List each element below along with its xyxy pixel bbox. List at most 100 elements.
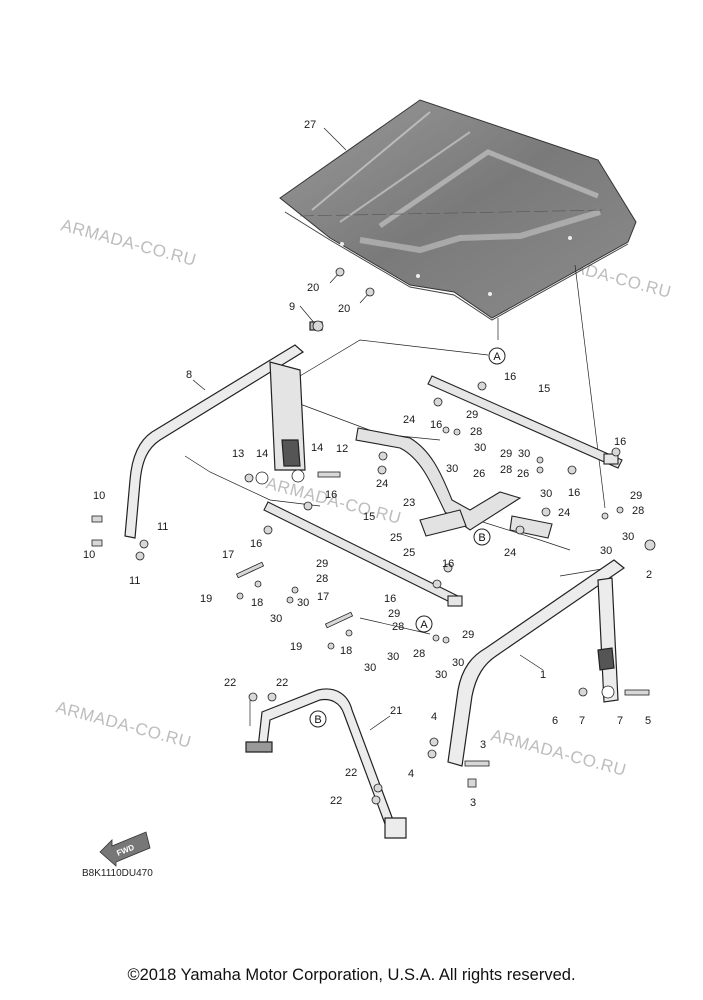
callout-label: 30 xyxy=(622,531,634,543)
callout-label: 22 xyxy=(276,677,288,689)
ref-mark-b: B xyxy=(309,710,327,728)
callout-label: 29 xyxy=(630,490,642,502)
diagram-code: B8K1110DU470 xyxy=(82,868,153,879)
callout-label: 28 xyxy=(632,505,644,517)
callout-label: 29 xyxy=(316,558,328,570)
callout-label: 29 xyxy=(462,629,474,641)
callout-label: 30 xyxy=(297,597,309,609)
ref-mark-a: A xyxy=(415,615,433,633)
callout-label: 27 xyxy=(304,119,316,131)
watermark: ARMADA-CO.RU xyxy=(489,726,628,780)
callout-label: 29 xyxy=(466,409,478,421)
ref-mark-b-label: B xyxy=(478,532,485,544)
ref-mark-a-label: A xyxy=(420,619,428,631)
callout-label: 22 xyxy=(330,795,342,807)
callout-label: 24 xyxy=(403,414,415,426)
callout-label: 13 xyxy=(232,448,244,460)
callout-label: 24 xyxy=(376,478,388,490)
fwd-arrow-icon: FWD xyxy=(99,831,151,867)
callout-label: 12 xyxy=(336,443,348,455)
callout-label: 10 xyxy=(93,490,105,502)
callout-label: 24 xyxy=(558,507,570,519)
callout-label: 16 xyxy=(568,487,580,499)
callout-label: 16 xyxy=(250,538,262,550)
callout-label: 26 xyxy=(517,468,529,480)
callout-label: 1 xyxy=(540,669,546,681)
callout-label: 18 xyxy=(340,645,352,657)
callout-label: 19 xyxy=(290,641,302,653)
callout-label: 30 xyxy=(540,488,552,500)
callout-label: 9 xyxy=(289,301,295,313)
callout-label: 30 xyxy=(387,651,399,663)
callout-label: 30 xyxy=(270,613,282,625)
ref-mark-a-label: A xyxy=(493,351,501,363)
reference-marks: A A B B xyxy=(309,347,506,728)
callout-label: 28 xyxy=(316,573,328,585)
front-pillar xyxy=(447,559,626,767)
callout-label: 30 xyxy=(364,662,376,674)
callout-label: 17 xyxy=(222,549,234,561)
callout-label: 28 xyxy=(500,464,512,476)
callout-label: 16 xyxy=(504,371,516,383)
fasteners xyxy=(91,267,656,805)
callout-label: 15 xyxy=(363,511,375,523)
callout-label: 18 xyxy=(251,597,263,609)
callout-label: 30 xyxy=(435,669,447,681)
callout-label: 7 xyxy=(617,715,623,727)
callout-label: 23 xyxy=(403,497,415,509)
callout-label: 30 xyxy=(600,545,612,557)
cross-bars xyxy=(263,375,623,607)
callout-label: 22 xyxy=(345,767,357,779)
callout-label: 8 xyxy=(186,369,192,381)
rear-upper-frame xyxy=(124,321,323,539)
callout-label: 28 xyxy=(413,648,425,660)
callout-label: 10 xyxy=(83,549,95,561)
callout-label: 29 xyxy=(500,448,512,460)
ref-mark-a: A xyxy=(488,347,506,365)
callout-label: 29 xyxy=(388,608,400,620)
callout-label: 11 xyxy=(157,521,168,533)
callout-label: 16 xyxy=(325,489,337,501)
callout-label: 16 xyxy=(430,419,442,431)
callout-label: 4 xyxy=(431,711,437,723)
callout-label: 25 xyxy=(403,547,415,559)
callout-label: 16 xyxy=(384,593,396,605)
callout-label: 5 xyxy=(645,715,651,727)
rear-lower-bracket xyxy=(245,688,407,839)
callout-label: 15 xyxy=(538,383,550,395)
ref-mark-b: B xyxy=(473,528,491,546)
callout-label: 2 xyxy=(646,569,652,581)
callout-label: 26 xyxy=(473,468,485,480)
callout-label: 20 xyxy=(338,303,350,315)
callout-label: 17 xyxy=(317,591,329,603)
callout-label: 20 xyxy=(307,282,319,294)
watermark: ARMADA-CO.RU xyxy=(54,698,193,752)
callout-label: 19 xyxy=(200,593,212,605)
callout-label: 14 xyxy=(256,448,268,460)
callout-label: 30 xyxy=(446,463,458,475)
callout-label: 30 xyxy=(474,442,486,454)
callout-label: 22 xyxy=(224,677,236,689)
callout-label: 30 xyxy=(452,657,464,669)
callout-label: 21 xyxy=(390,705,402,717)
callout-label: 16 xyxy=(614,436,626,448)
callout-label: 11 xyxy=(129,575,140,587)
callout-label: 28 xyxy=(392,621,404,633)
callout-label: 6 xyxy=(552,715,558,727)
callout-label: 14 xyxy=(311,442,323,454)
copyright-notice: ©2018 Yamaha Motor Corporation, U.S.A. A… xyxy=(127,966,576,984)
center-bracket xyxy=(355,427,553,539)
callout-labels: 27 20 20 9 8 16 15 16 29 28 30 24 30 16 … xyxy=(83,119,652,809)
callout-label: 30 xyxy=(518,448,530,460)
watermark: ARMADA-CO.RU xyxy=(59,216,198,270)
callout-label: 4 xyxy=(408,768,414,780)
callout-label: 7 xyxy=(579,715,585,727)
ref-mark-b-label: B xyxy=(314,714,321,726)
callout-label: 24 xyxy=(504,547,516,559)
callout-label: 3 xyxy=(480,739,486,751)
callout-label: 3 xyxy=(470,797,476,809)
callout-label: 28 xyxy=(470,426,482,438)
callout-label: 16 xyxy=(442,558,454,570)
roof-panel xyxy=(279,99,637,321)
